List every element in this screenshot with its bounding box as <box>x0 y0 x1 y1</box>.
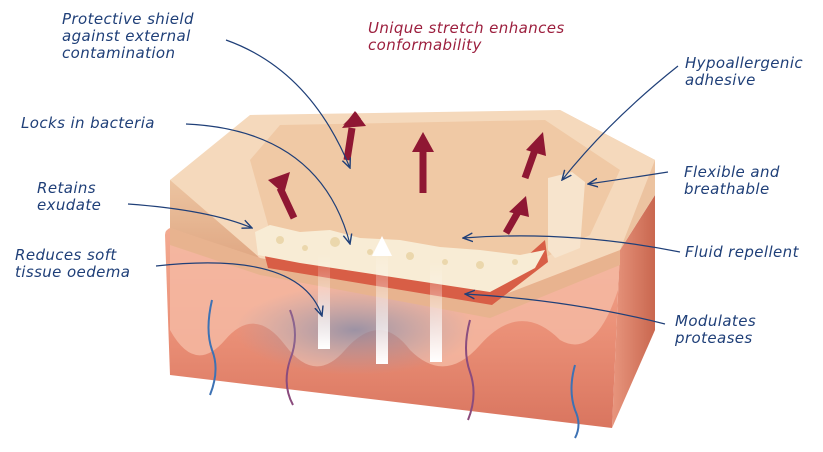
label-protective-shield: Protective shield against external conta… <box>62 11 194 62</box>
label-locks-bacteria: Locks in bacteria <box>21 115 155 132</box>
label-unique-stretch: Unique stretch enhances conformability <box>368 20 565 54</box>
label-hypoallergenic: Hypoallergenic adhesive <box>685 55 803 89</box>
label-reduces-oedema: Reduces soft tissue oedema <box>15 247 130 281</box>
label-fluid-repellent: Fluid repellent <box>685 244 799 261</box>
adhesive-strip <box>548 172 585 258</box>
label-modulates-proteases: Modulates proteases <box>675 313 756 347</box>
label-retains-exudate: Retains exudate <box>37 180 101 214</box>
label-flexible: Flexible and breathable <box>684 164 780 198</box>
